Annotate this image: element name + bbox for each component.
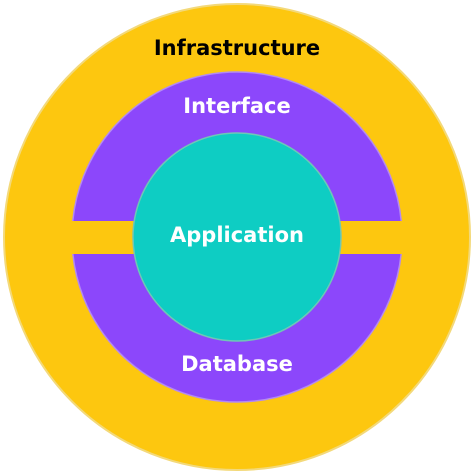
database-label: Database bbox=[181, 352, 293, 376]
interface-label: Interface bbox=[183, 94, 290, 118]
application-core bbox=[132, 132, 342, 342]
infrastructure-label: Infrastructure bbox=[154, 36, 320, 60]
application-label: Application bbox=[170, 223, 304, 247]
